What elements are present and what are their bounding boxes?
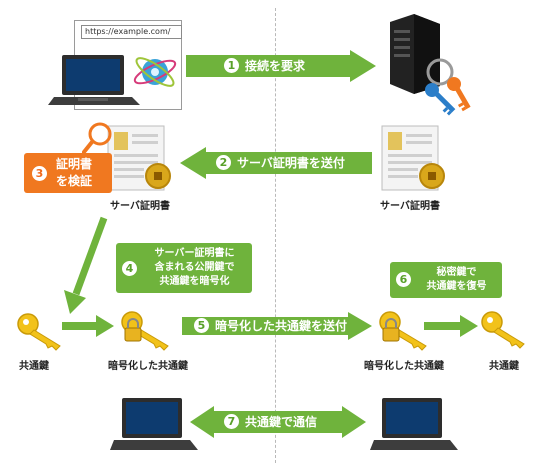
globe-icon — [133, 57, 177, 87]
step-5-number: 5 — [194, 318, 209, 333]
arrow-2-send-cert — [180, 147, 372, 179]
step-6-bubble: 6 秘密鍵で 共通鍵を復号 — [390, 262, 502, 298]
step-2-label: 2 サーバ証明書を送付 — [216, 154, 345, 171]
arrow-cert-to-key — [64, 216, 108, 314]
client-encrypted-key-icon — [121, 311, 169, 351]
step-7-text: 共通鍵で通信 — [245, 415, 318, 429]
arrow-5-send-enc-key — [182, 312, 372, 340]
step-5-text: 暗号化した共通鍵を送付 — [215, 319, 348, 333]
step-4-bubble: 4 サーバー証明書に 含まれる公開鍵で 共通鍵を暗号化 — [116, 243, 252, 293]
step-2-number: 2 — [216, 155, 231, 170]
key-ring-icon — [425, 58, 471, 116]
server-laptop-bottom-icon — [370, 398, 458, 450]
step-1-text: 接続を要求 — [245, 59, 306, 73]
client-cert-caption: サーバ証明書 — [110, 201, 170, 212]
step-7-number: 7 — [224, 414, 239, 429]
step-3-number: 3 — [32, 166, 47, 181]
client-enc-key-caption: 暗号化した共通鍵 — [108, 361, 188, 372]
step-4-line2: 含まれる公開鍵で — [154, 262, 235, 273]
step-6-number: 6 — [396, 272, 411, 287]
step-4-line3: 共通鍵を暗号化 — [159, 276, 230, 287]
arrow-encrypt-key — [62, 315, 114, 337]
server-enc-key-caption: 暗号化した共通鍵 — [364, 361, 444, 372]
step-1-label: 1 接続を要求 — [224, 57, 305, 74]
step-6-line1: 秘密鍵で — [436, 267, 477, 278]
step-6-line2: 共通鍵を復号 — [426, 281, 487, 292]
server-certificate-icon — [381, 125, 445, 191]
step-3-line1: 証明書 — [56, 157, 93, 171]
magnifier-icon — [82, 122, 112, 154]
client-certificate-icon — [107, 125, 171, 191]
client-key-caption: 共通鍵 — [19, 361, 49, 372]
step-4-number: 4 — [122, 261, 137, 276]
server-key-icon — [481, 311, 525, 349]
server-cert-caption: サーバ証明書 — [380, 201, 440, 212]
client-server-divider — [275, 8, 276, 463]
step-3-line2: を検証 — [56, 174, 93, 188]
client-laptop-icon — [48, 55, 140, 105]
step-7-label: 7 共通鍵で通信 — [224, 413, 317, 430]
step-5-label: 5 暗号化した共通鍵を送付 — [194, 317, 347, 334]
arrow-decrypt-key — [424, 315, 478, 337]
server-key-caption: 共通鍵 — [489, 361, 519, 372]
step-3-verify-box: 3 証明書 を検証 — [24, 153, 112, 193]
step-2-text: サーバ証明書を送付 — [237, 156, 345, 170]
step-4-line1: サーバー証明書に — [154, 248, 235, 259]
server-encrypted-key-icon — [379, 311, 427, 351]
client-key-icon — [17, 313, 61, 351]
step-1-number: 1 — [224, 58, 239, 73]
client-laptop-bottom-icon — [110, 398, 198, 450]
url-field: https://example.com/ — [81, 25, 182, 39]
